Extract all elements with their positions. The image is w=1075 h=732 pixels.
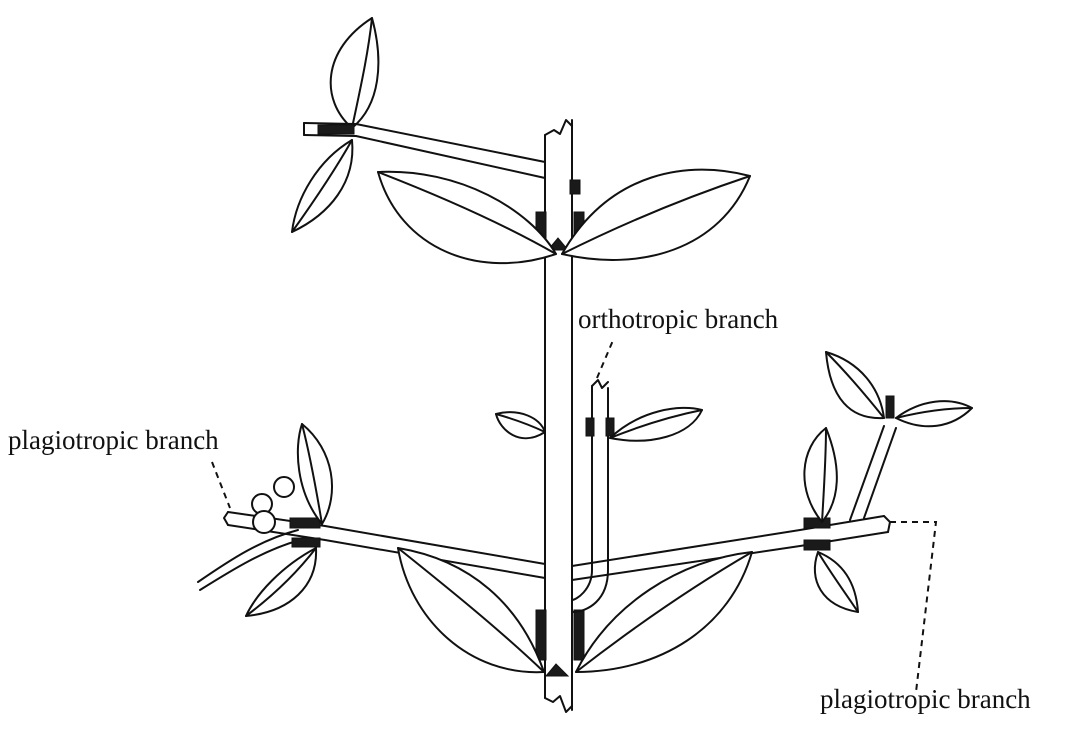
plagiotropic-branch-label-left: plagiotropic branch — [8, 427, 219, 454]
orthotropic-branch-label: orthotropic branch — [578, 306, 778, 333]
top-leaf-right — [562, 170, 750, 260]
top-leaf-left — [378, 172, 556, 263]
plagiotropic-left-pointer — [212, 462, 230, 508]
lower-left-branch — [198, 424, 545, 616]
main-stem — [536, 120, 584, 712]
orthotropic-pointer — [597, 338, 614, 378]
plagiotropic-right-pointer — [890, 522, 936, 692]
plagiotropic-branch-label-right: plagiotropic branch — [820, 686, 1031, 713]
middle-leaf-pair — [496, 412, 545, 438]
bottom-leaf-right — [576, 552, 752, 672]
top-leaf-pair — [378, 170, 750, 264]
